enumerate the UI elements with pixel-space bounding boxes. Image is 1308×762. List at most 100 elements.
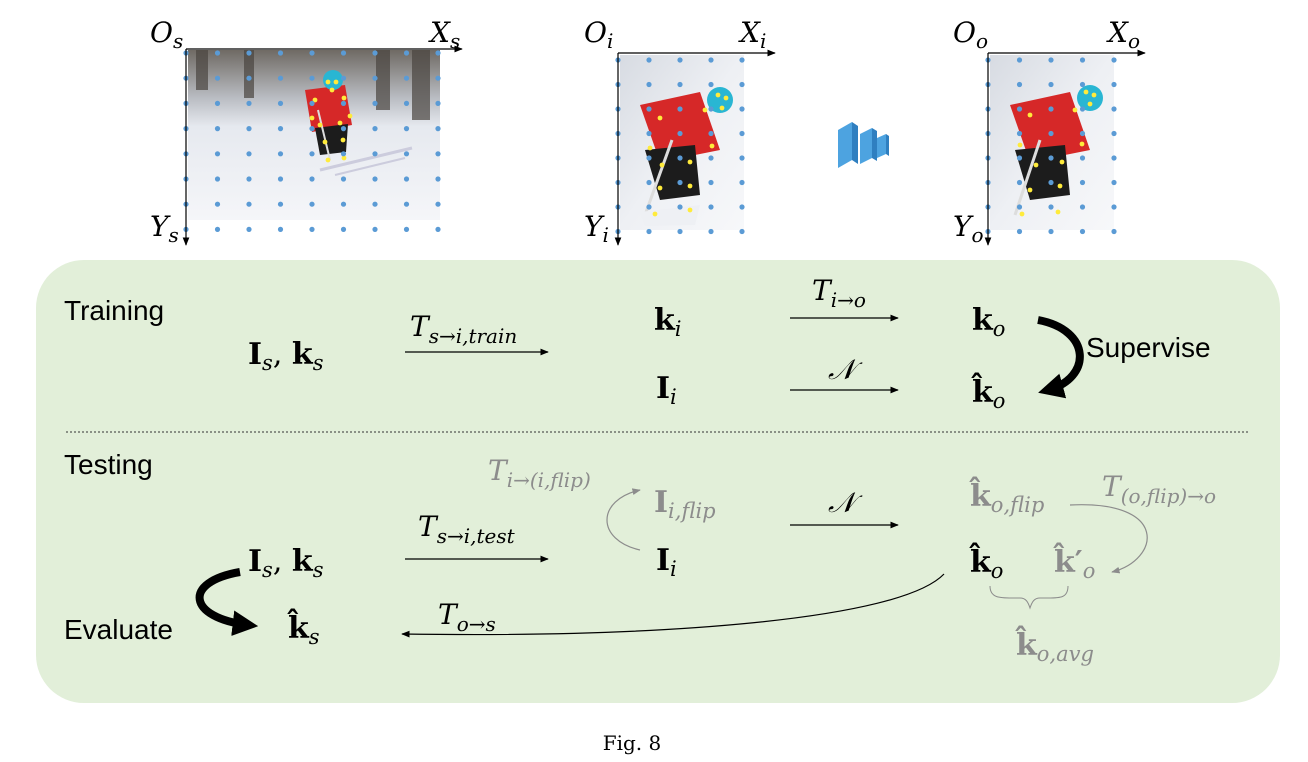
grid-dot: [1048, 57, 1054, 63]
grid-dot: [1111, 204, 1117, 210]
keypoint-dot: [657, 185, 663, 191]
grid-dot: [340, 226, 347, 232]
grid-dot: [708, 106, 714, 112]
keypoint-dot: [322, 139, 328, 145]
grid-dot: [246, 126, 252, 132]
transform-o-to-s-arrow: [401, 573, 945, 638]
grid-dot: [1079, 106, 1086, 112]
transform-s-to-i-train-label: Ts→i,train: [410, 310, 517, 348]
keypoint-dot: [1017, 142, 1023, 148]
keypoint-dot: [340, 137, 346, 143]
grid-dot: [340, 176, 347, 182]
grid-dot: [372, 75, 378, 81]
grid-dot: [435, 151, 441, 157]
grid-dot: [309, 100, 315, 106]
grid-dot: [246, 100, 252, 106]
source-x-axis-label: Xs: [428, 16, 460, 53]
grid-dot: [214, 176, 221, 182]
training-I-i: Ii: [656, 371, 677, 409]
grid-dot: [646, 106, 652, 112]
grid-dot: [677, 81, 683, 88]
grid-dot: [277, 50, 284, 56]
grid-dot: [214, 151, 221, 157]
input-panel: Oi Xi Yi: [584, 16, 776, 247]
keypoint-dot: [325, 157, 331, 163]
grid-dot: [435, 50, 441, 56]
training-source-pair: Is, ks: [248, 337, 324, 375]
grid-dot: [403, 126, 410, 132]
source-y-axis-label: Ys: [150, 210, 179, 247]
grid-dot: [1048, 155, 1054, 161]
input-skier: [640, 87, 733, 226]
grid-dot: [277, 201, 284, 207]
transform-i-to-o-label: Ti→o: [812, 274, 866, 312]
grid-dot: [646, 204, 652, 210]
grid-dot: [1016, 57, 1023, 63]
grid-dot: [403, 100, 410, 106]
grid-dot: [646, 81, 652, 88]
keypoint-dot: [659, 162, 665, 168]
testing-label: Testing: [64, 449, 153, 480]
grid-dot: [739, 81, 745, 88]
grid-dot: [214, 126, 221, 132]
grid-dot: [1079, 57, 1086, 63]
grid-dot: [1048, 204, 1054, 210]
keypoint-dot: [309, 115, 315, 121]
grid-dot: [739, 179, 745, 186]
grid-dot: [1016, 130, 1023, 137]
grid-dot: [1016, 228, 1023, 235]
grid-dot: [435, 100, 441, 106]
grid-dot: [214, 50, 221, 56]
testing-k-hat-avg: k̂o,avg: [1014, 626, 1094, 666]
testing-k-hat-prime: k̂′o: [1052, 543, 1095, 583]
grid-dot: [677, 228, 683, 235]
grid-dot: [309, 50, 315, 56]
output-panel: Oo Xo Yo: [953, 16, 1146, 247]
keypoint-dot: [687, 183, 693, 189]
grid-dot: [246, 75, 252, 81]
evaluate-label: Evaluate: [64, 614, 173, 645]
keypoint-dot: [1059, 159, 1065, 165]
input-axes: [614, 49, 776, 246]
grid-dot: [214, 201, 221, 207]
grid-dot: [708, 57, 714, 63]
grid-dot: [309, 176, 315, 182]
output-origin-label: Oo: [953, 16, 988, 53]
keypoint-dot: [341, 95, 347, 101]
keypoint-dot: [1055, 209, 1061, 215]
keypoint-dot: [317, 122, 323, 128]
grid-dot: [403, 151, 410, 157]
grid-dot: [739, 204, 745, 210]
grid-dot: [1048, 106, 1054, 112]
testing-k-hat-o: k̂o: [968, 543, 1003, 583]
keypoint-dot: [1079, 141, 1085, 147]
grid-dot: [246, 226, 252, 232]
grid-dot: [340, 201, 347, 207]
keypoint-dot: [715, 92, 721, 98]
grid-dot: [739, 57, 745, 63]
flip-out-arrow: [1069, 504, 1148, 574]
source-axes: [182, 45, 463, 246]
grid-dot: [1016, 179, 1023, 186]
grid-dot: [309, 201, 315, 207]
output-y-axis-label: Yo: [953, 210, 984, 247]
keypoint-dot: [702, 107, 708, 113]
grid-dot: [435, 75, 441, 81]
output-x-axis-label: Xo: [1106, 16, 1140, 53]
grid-dot: [277, 151, 284, 157]
grid-dot: [1111, 130, 1117, 137]
output-keypoints: [1017, 89, 1097, 217]
grid-dot: [708, 179, 714, 186]
keypoint-dot: [723, 95, 729, 101]
grid-dot: [309, 126, 315, 132]
keypoint-dot: [1083, 89, 1089, 95]
keypoint-dot: [1087, 101, 1093, 107]
keypoint-dot: [337, 120, 343, 126]
grid-dot: [646, 179, 652, 186]
grid-dot: [403, 201, 410, 207]
supervise-label: Supervise: [1086, 332, 1211, 363]
grid-dot: [309, 151, 315, 157]
grid-dot: [1111, 57, 1117, 63]
transform-flip-in-label: Ti→(i,flip): [488, 454, 591, 492]
grid-dot: [708, 228, 714, 235]
